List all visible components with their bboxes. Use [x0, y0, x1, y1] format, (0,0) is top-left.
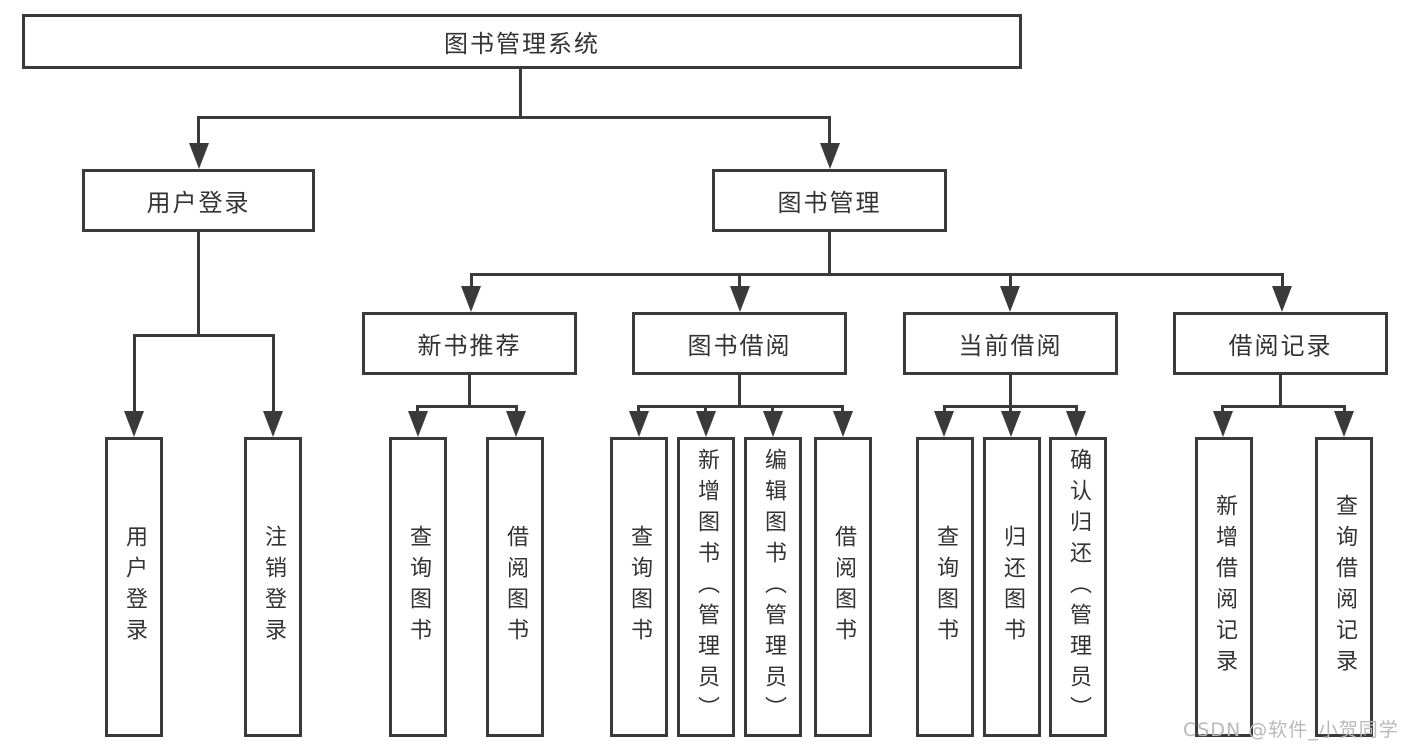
arrowhead-cb-leaf2 — [1001, 411, 1021, 437]
leaf-cb-query-books-label: 查询图书 — [933, 525, 958, 649]
leaf-bw-query-books: 查询图书 — [610, 437, 668, 737]
connector-to-borrowing — [738, 273, 741, 289]
connector-nb-leaf2 — [515, 405, 518, 415]
arrowhead-rc-leaf1 — [1213, 411, 1233, 437]
leaf-nb-query-books-label: 查询图书 — [406, 525, 431, 649]
connector-to-current — [1009, 273, 1012, 289]
node-library-system-label: 图书管理系统 — [444, 30, 600, 58]
arrowhead-new-book — [461, 286, 481, 312]
arrowhead-records — [1272, 286, 1292, 312]
leaf-cb-return-books: 归还图书 — [983, 437, 1041, 737]
leaf-bw-add-books-admin-label: 新增图书（管理员） — [694, 447, 719, 727]
node-library-system: 图书管理系统 — [22, 14, 1022, 69]
connector-user-login-split — [133, 334, 275, 337]
leaf-bw-add-books-admin: 新增图书（管理员） — [677, 437, 735, 737]
connector-rc-leaf1 — [1221, 405, 1224, 415]
connector-records-split — [1221, 405, 1346, 408]
leaf-logout-label: 注销登录 — [261, 525, 286, 649]
connector-to-new-book — [470, 273, 473, 289]
leaf-user-login: 用户登录 — [105, 437, 163, 737]
connector-book-mgmt-stem — [828, 232, 831, 276]
connector-root-split — [197, 116, 831, 119]
arrowhead-nb-leaf2 — [506, 411, 526, 437]
node-book-management-label: 图书管理 — [777, 189, 882, 217]
connector-new-book-stem — [468, 374, 471, 408]
arrowhead-borrowing — [730, 286, 750, 312]
leaf-bw-borrow-books: 借阅图书 — [814, 437, 872, 737]
arrowhead-cb-leaf1 — [934, 411, 954, 437]
leaf-rc-add-borrow-record-label: 新增借阅记录 — [1212, 494, 1237, 680]
leaf-nb-borrow-books-label: 借阅图书 — [503, 525, 528, 649]
leaf-user-login-label: 用户登录 — [122, 525, 147, 649]
leaf-bw-borrow-books-label: 借阅图书 — [831, 525, 856, 649]
connector-root-stem — [519, 68, 522, 118]
connector-borrowing-split — [637, 405, 844, 408]
connector-cb-leaf2 — [1009, 405, 1012, 415]
connector-new-book-split — [416, 405, 518, 408]
leaf-bw-edit-books-admin-label: 编辑图书（管理员） — [761, 447, 786, 727]
connector-cb-leaf1 — [943, 405, 946, 415]
leaf-rc-query-borrow-record: 查询借阅记录 — [1315, 437, 1373, 737]
csdn-watermark: CSDN @软件_小贺同学 — [1183, 719, 1399, 741]
connector-bw-leaf1 — [637, 405, 640, 415]
connector-nb-leaf1 — [416, 405, 419, 415]
connector-user-login-stem — [197, 232, 200, 337]
connector-bw-leaf4 — [841, 405, 844, 415]
arrowhead-user-login — [189, 143, 209, 169]
node-user-login: 用户登录 — [82, 169, 315, 232]
connector-to-leaf-logout — [272, 334, 275, 414]
connector-to-records — [1281, 273, 1284, 289]
connector-bw-leaf2 — [704, 405, 707, 415]
leaf-bw-query-books-label: 查询图书 — [627, 525, 652, 649]
connector-to-user-login — [197, 116, 200, 146]
node-book-borrowing-label: 图书借阅 — [687, 332, 792, 360]
node-user-login-label: 用户登录 — [146, 189, 251, 217]
leaf-nb-borrow-books: 借阅图书 — [486, 437, 544, 737]
leaf-rc-query-borrow-record-label: 查询借阅记录 — [1332, 494, 1357, 680]
leaf-cb-return-books-label: 归还图书 — [1000, 525, 1025, 649]
arrowhead-nb-leaf1 — [408, 411, 428, 437]
connector-rc-leaf2 — [1343, 405, 1346, 415]
leaf-cb-confirm-return-admin-label: 确认归还（管理员） — [1066, 447, 1091, 727]
node-new-book-recommend: 新书推荐 — [362, 312, 577, 375]
node-borrow-records: 借阅记录 — [1173, 312, 1388, 375]
leaf-nb-query-books: 查询图书 — [389, 437, 447, 737]
leaf-logout: 注销登录 — [244, 437, 302, 737]
arrowhead-cb-leaf3 — [1066, 411, 1086, 437]
arrowhead-bw-leaf2 — [696, 411, 716, 437]
arrowhead-book-management — [820, 143, 840, 169]
leaf-bw-edit-books-admin: 编辑图书（管理员） — [744, 437, 802, 737]
arrowhead-bw-leaf1 — [629, 411, 649, 437]
connector-cb-leaf3 — [1075, 405, 1078, 415]
arrowhead-leaf-logout — [263, 411, 283, 437]
connector-book-mgmt-split — [470, 273, 1284, 276]
connector-current-stem — [1009, 374, 1012, 408]
connector-to-book-management — [828, 116, 831, 146]
node-current-borrowing: 当前借阅 — [903, 312, 1118, 375]
connector-to-leaf-user-login — [133, 334, 136, 414]
connector-borrowing-stem — [738, 374, 741, 408]
leaf-rc-add-borrow-record: 新增借阅记录 — [1195, 437, 1253, 737]
leaf-cb-query-books: 查询图书 — [916, 437, 974, 737]
arrowhead-leaf-user-login — [124, 411, 144, 437]
node-borrow-records-label: 借阅记录 — [1228, 332, 1333, 360]
arrowhead-bw-leaf4 — [833, 411, 853, 437]
connector-bw-leaf3 — [771, 405, 774, 415]
node-book-management: 图书管理 — [712, 169, 947, 232]
arrowhead-current — [1000, 286, 1020, 312]
connector-records-stem — [1279, 374, 1282, 408]
arrowhead-bw-leaf3 — [763, 411, 783, 437]
node-new-book-recommend-label: 新书推荐 — [417, 332, 522, 360]
node-book-borrowing: 图书借阅 — [632, 312, 847, 375]
node-current-borrowing-label: 当前借阅 — [958, 332, 1063, 360]
leaf-cb-confirm-return-admin: 确认归还（管理员） — [1049, 437, 1107, 737]
arrowhead-rc-leaf2 — [1334, 411, 1354, 437]
